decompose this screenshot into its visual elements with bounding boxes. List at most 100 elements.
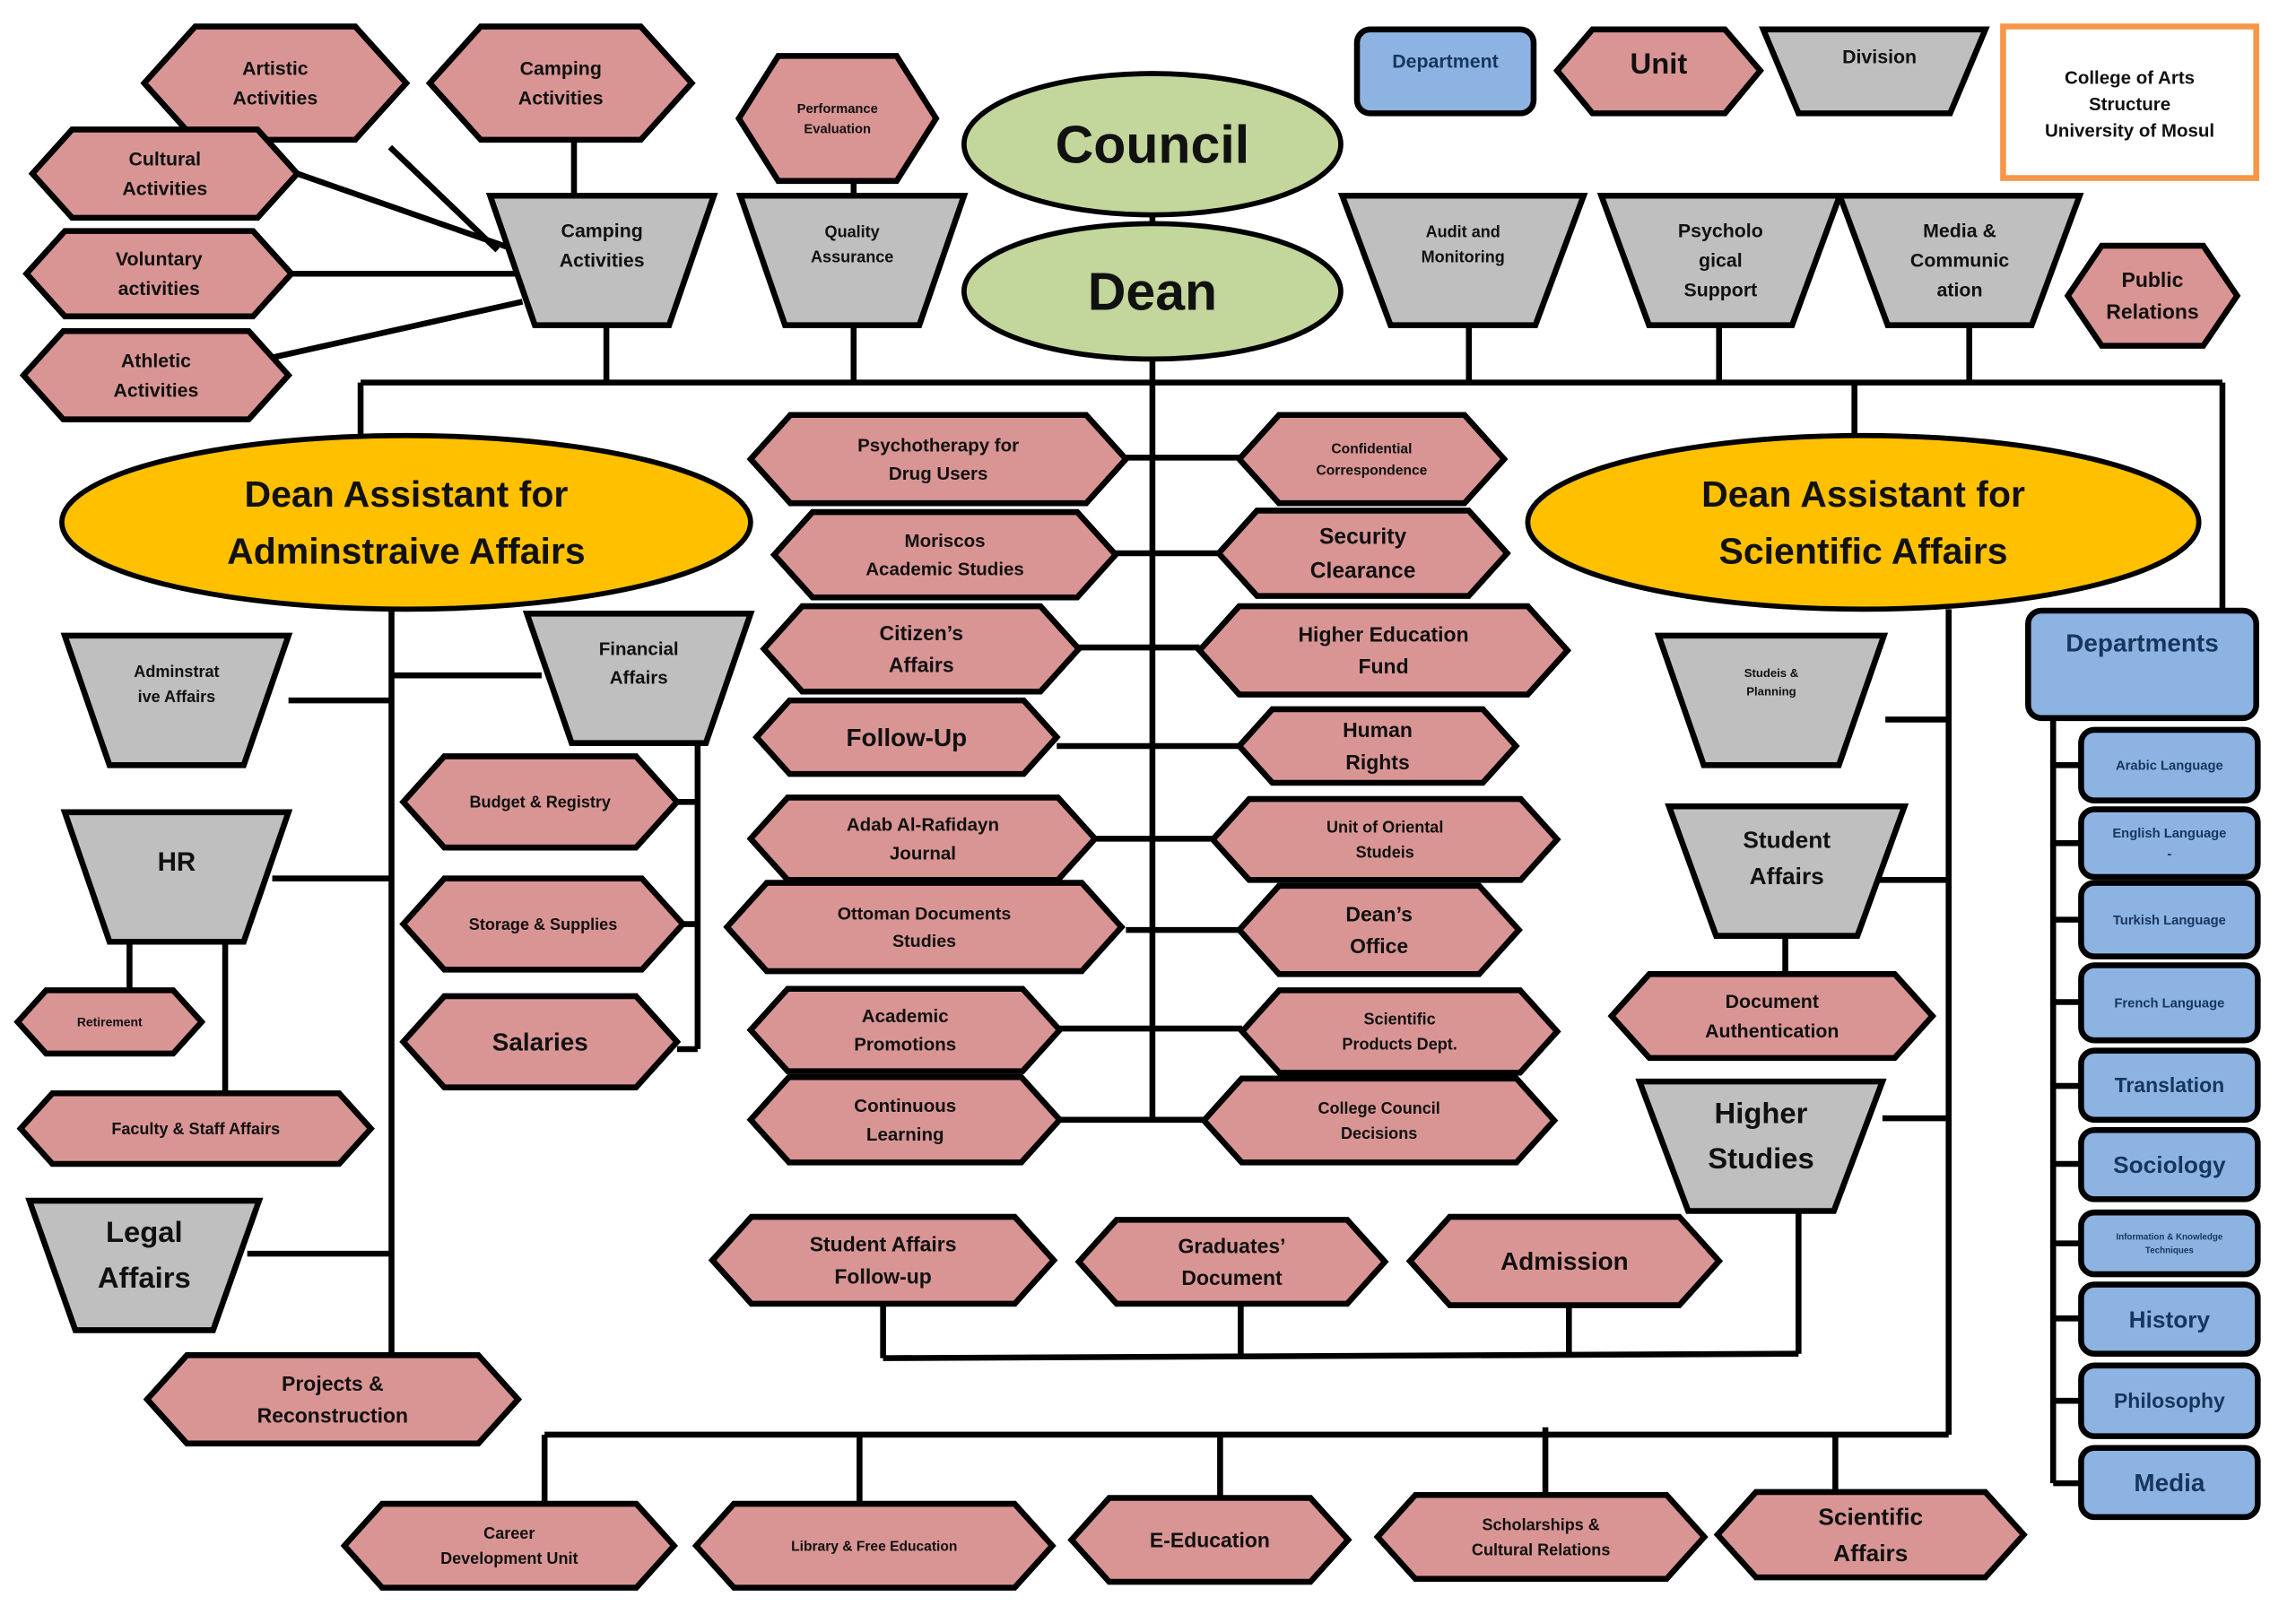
hexagon-shape: [143, 1352, 523, 1447]
node-label: Monitoring: [1422, 247, 1505, 265]
node-turkish[interactable]: Turkish Language: [2078, 880, 2261, 959]
node-sociology[interactable]: Sociology: [2078, 1126, 2261, 1202]
node-history[interactable]: History: [2078, 1281, 2261, 1357]
node-translation[interactable]: Translation: [2078, 1047, 2261, 1124]
node-dean[interactable]: Dean: [961, 221, 1344, 362]
hexagon-shape: [340, 1500, 679, 1591]
node-grad-doc[interactable]: Graduates’Document: [1074, 1217, 1389, 1307]
node-library[interactable]: Library & Free Education: [691, 1500, 1057, 1591]
hexagon-shape: [425, 23, 696, 143]
yellow-ellipse-shape: [59, 432, 753, 612]
node-label: Student: [1743, 826, 1831, 853]
hexagon-shape: [1373, 1491, 1709, 1583]
node-french[interactable]: French Language: [2078, 962, 2261, 1044]
node-label: Voluntary: [116, 248, 203, 270]
node-scholarships[interactable]: Scholarships &Cultural Relations: [1373, 1491, 1709, 1583]
node-label: Faculty & Staff Affairs: [111, 1120, 280, 1138]
node-studies-planning[interactable]: Studeis &Planning: [1654, 632, 1889, 768]
hexagon-shape: [1405, 1213, 1724, 1308]
node-label: Student Affairs: [810, 1233, 957, 1256]
node-salaries[interactable]: Salaries: [399, 993, 682, 1090]
node-followup[interactable]: Follow-Up: [752, 697, 1061, 777]
node-label: Cultural: [129, 149, 202, 170]
node-label: Moriscos: [905, 531, 986, 551]
node-council[interactable]: Council: [961, 71, 1344, 218]
node-departments[interactable]: Departments: [2025, 607, 2259, 722]
legend: Department Unit Division College of Arts…: [1353, 23, 2259, 181]
title-line-2: Structure: [2089, 94, 2170, 115]
node-arabic[interactable]: Arabic Language: [2078, 726, 2261, 803]
node-label: E-Education: [1150, 1528, 1270, 1551]
node-label: Audit and: [1426, 222, 1500, 240]
node-label: Security: [1319, 525, 1406, 550]
hexagon-shape: [1235, 412, 1509, 507]
hexagon-shape: [22, 228, 296, 320]
node-label: Affairs: [889, 654, 954, 677]
connector-line: [387, 144, 500, 253]
node-projects[interactable]: Projects &Reconstruction: [143, 1352, 523, 1447]
hexagon-shape: [1196, 603, 1572, 698]
hexagon-shape: [746, 794, 1100, 883]
node-faculty-staff[interactable]: Faculty & Staff Affairs: [16, 1089, 375, 1167]
hexagon-shape: [1067, 1495, 1352, 1585]
node-label: Camping: [520, 58, 602, 80]
node-storage[interactable]: Storage & Supplies: [399, 875, 687, 973]
node-english[interactable]: English Language-: [2078, 806, 2261, 881]
node-budget[interactable]: Budget & Registry: [399, 753, 682, 851]
node-label: Support: [1683, 280, 1757, 301]
node-philosophy[interactable]: Philosophy: [2078, 1362, 2261, 1439]
node-label: Career: [483, 1524, 535, 1542]
node-label: Graduates’: [1178, 1234, 1286, 1257]
node-media[interactable]: Media: [2078, 1445, 2261, 1521]
node-label: Activities: [122, 178, 207, 200]
node-admission[interactable]: Admission: [1405, 1213, 1724, 1308]
hexagon-shape: [1713, 1488, 2028, 1581]
node-retirement[interactable]: Retirement: [13, 987, 206, 1057]
node-label: Dean: [1088, 263, 1217, 322]
node-label: Communic: [1910, 250, 2009, 272]
node-eedu[interactable]: E-Education: [1067, 1495, 1352, 1585]
node-label: Activities: [560, 250, 645, 272]
node-hr[interactable]: HR: [60, 809, 293, 945]
node-label: Performance: [797, 102, 878, 117]
